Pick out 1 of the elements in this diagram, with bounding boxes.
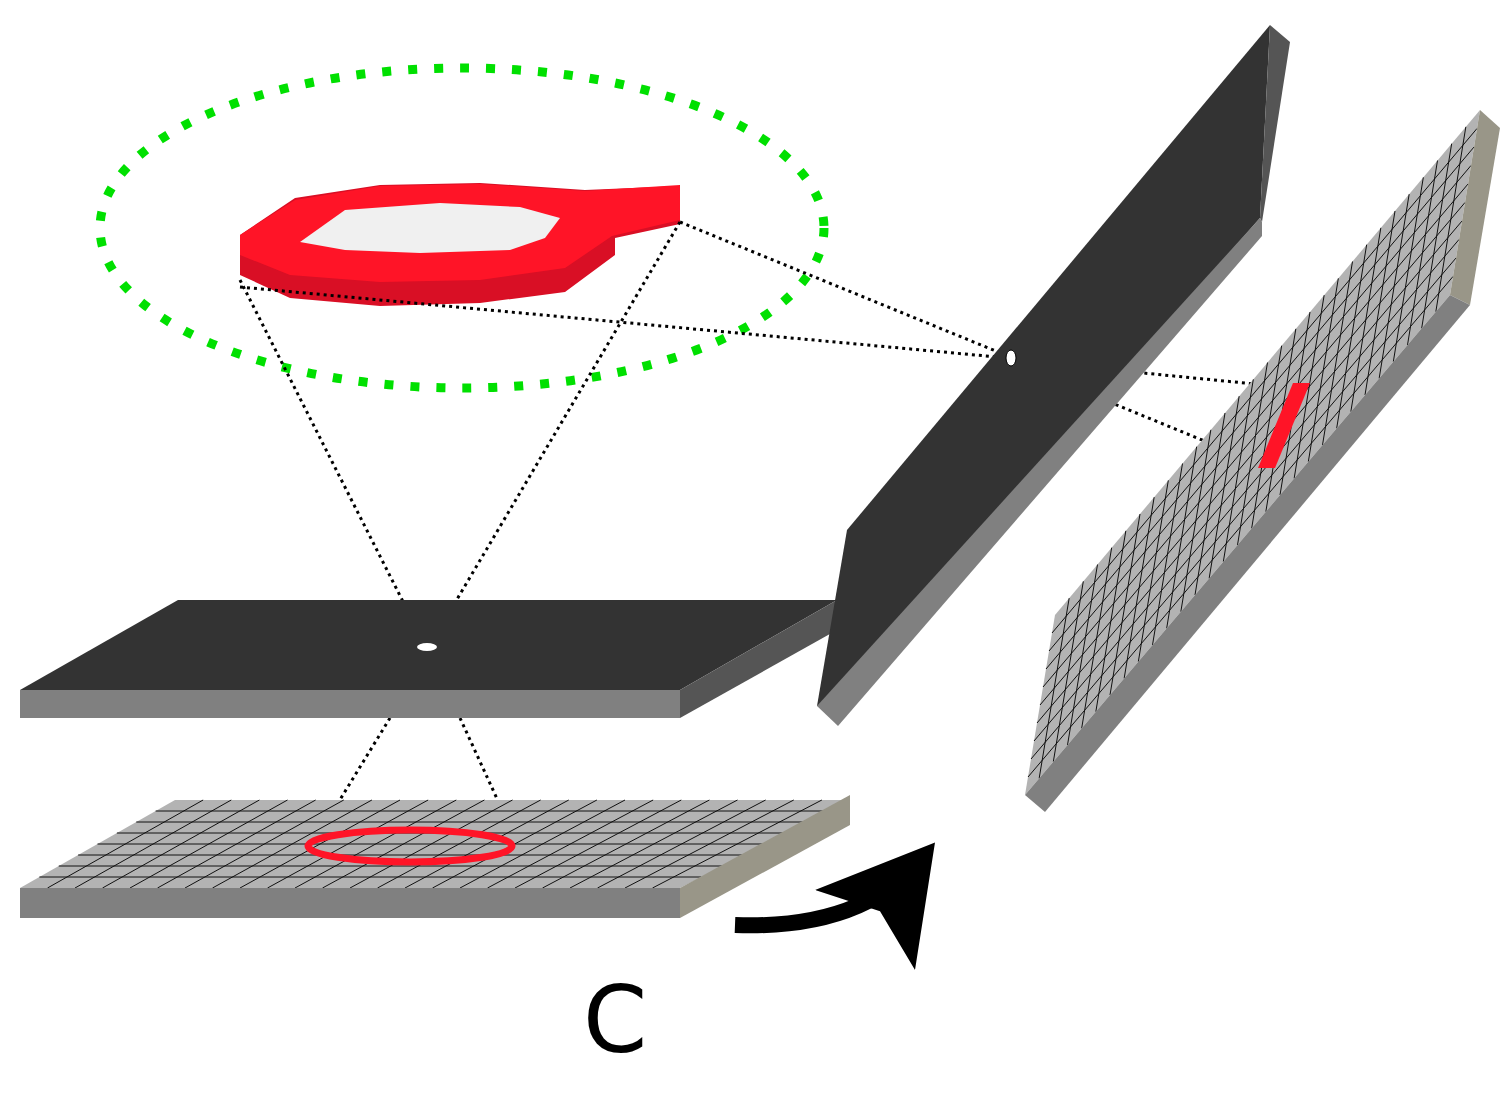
panel-label: C — [582, 967, 648, 1074]
